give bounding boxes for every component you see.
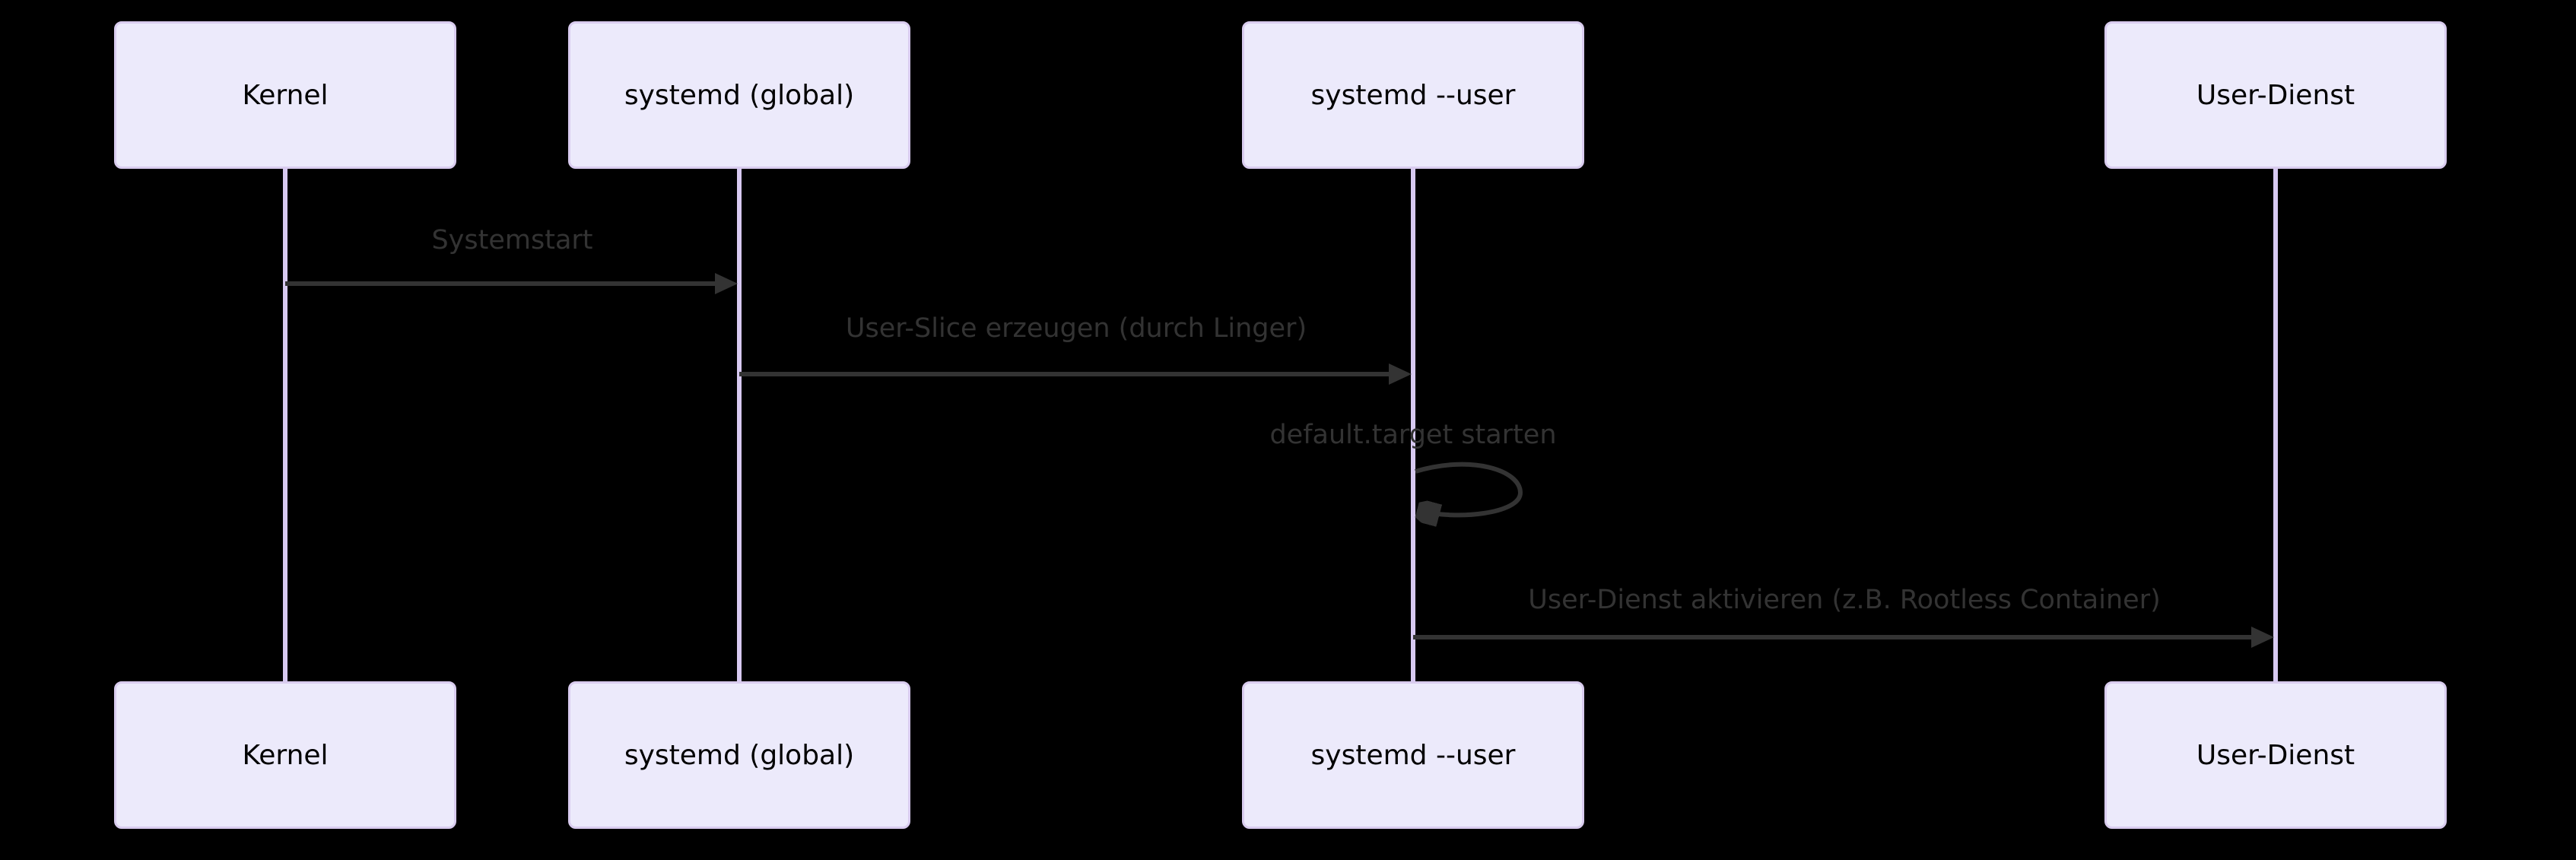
lifeline-user-dienst — [2273, 169, 2278, 681]
actor-label: Kernel — [242, 739, 329, 771]
message-arrow-user-dienst-aktivieren — [1413, 627, 2274, 648]
self-loop-arrow — [1414, 462, 1523, 525]
arrowhead-right-icon — [2251, 627, 2274, 648]
message-label-default-target: default.target starten — [1269, 420, 1557, 450]
message-arrow-systemstart — [285, 273, 738, 294]
actor-label: User-Dienst — [2196, 79, 2355, 111]
lifeline-systemd-global — [737, 169, 742, 681]
message-arrow-user-slice — [739, 363, 1412, 385]
actor-top-user-dienst: User-Dienst — [2104, 21, 2447, 169]
message-label-user-dienst-aktivieren: User-Dienst aktivieren (z.B. Rootless Co… — [1528, 585, 2161, 615]
message-label-systemstart: Systemstart — [431, 225, 593, 255]
actor-top-systemd-global: systemd (global) — [568, 21, 910, 169]
lifeline-kernel — [283, 169, 287, 681]
actor-label: systemd --user — [1310, 739, 1516, 771]
actor-bottom-kernel: Kernel — [114, 681, 456, 829]
actor-label: systemd (global) — [624, 739, 855, 771]
lifeline-systemd-user — [1411, 169, 1415, 681]
actor-label: systemd --user — [1310, 79, 1516, 111]
arrowhead-right-icon — [1389, 363, 1412, 385]
actor-label: systemd (global) — [624, 79, 855, 111]
actor-bottom-systemd-user: systemd --user — [1242, 681, 1584, 829]
actor-bottom-user-dienst: User-Dienst — [2104, 681, 2447, 829]
actor-top-systemd-user: systemd --user — [1242, 21, 1584, 169]
message-label-user-slice: User-Slice erzeugen (durch Linger) — [845, 313, 1307, 344]
arrowhead-right-icon — [715, 273, 738, 294]
actor-label: Kernel — [242, 79, 329, 111]
actor-bottom-systemd-global: systemd (global) — [568, 681, 910, 829]
actor-label: User-Dienst — [2196, 739, 2355, 771]
actor-top-kernel: Kernel — [114, 21, 456, 169]
